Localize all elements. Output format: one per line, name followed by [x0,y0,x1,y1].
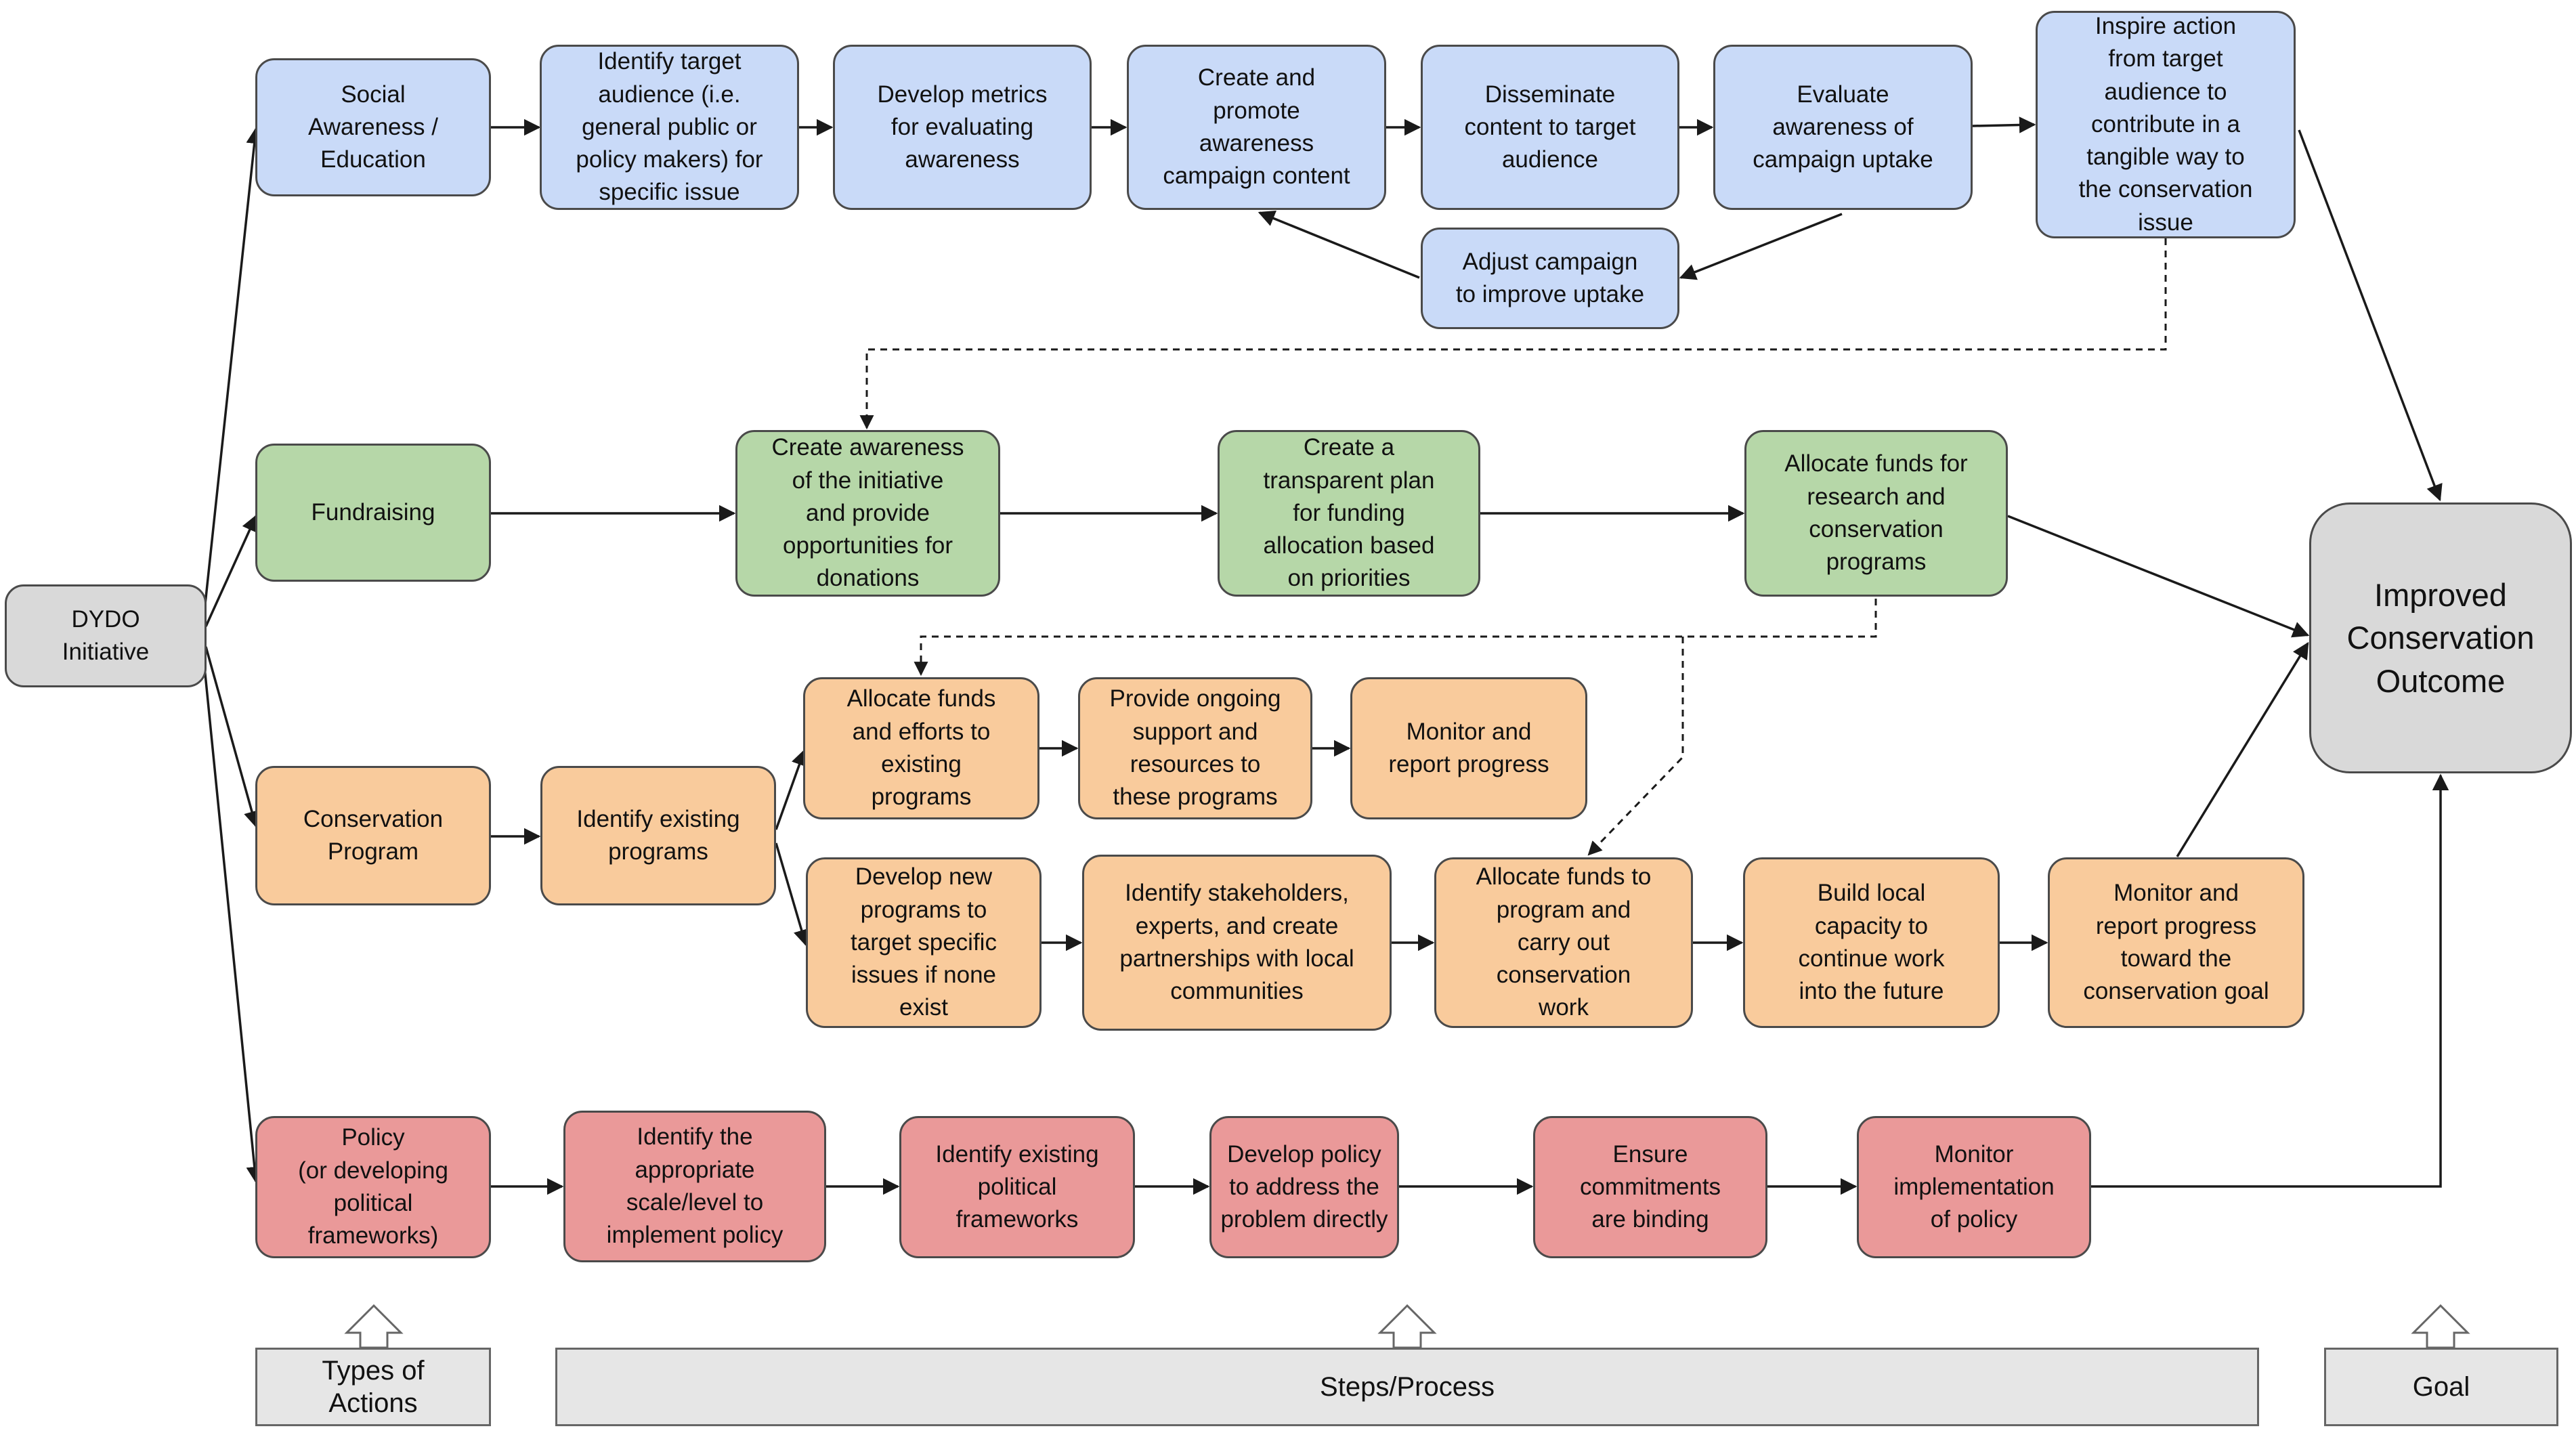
adjust-campaign-label: Adjust campaign to improve uptake [1455,248,1645,307]
edge-dydo-policy [202,653,263,1184]
create-awareness-donations-node: Create awareness of the initiative and p… [735,430,1000,597]
create-campaign-content-label: Create and promote awareness campaign co… [1163,64,1350,190]
ensure-commitments-node: Ensure commitments are binding [1533,1116,1767,1258]
allocate-funds-research-label: Allocate funds for research and conserva… [1784,450,1968,576]
legend-arrow-goal [2411,1304,2470,1349]
dydo-initiative-node: DYDO Initiative [5,584,207,687]
legend-goal-label: Goal [2412,1372,2470,1402]
adjust-campaign-node: Adjust campaign to improve uptake [1421,228,1679,329]
social-awareness-label: Social Awareness / Education [308,81,438,173]
identify-existing-programs-node: Identify existing programs [540,766,776,905]
legend-goal: Goal [2324,1348,2558,1426]
fundraising-node: Fundraising [255,444,491,582]
develop-new-programs-label: Develop new programs to target specific … [851,863,997,1021]
monitor-report-progress-node: Monitor and report progress [1350,677,1587,819]
build-local-capacity-label: Build local capacity to continue work in… [1798,880,1945,1005]
edge-fallocate-allocate-program-dashed [1587,637,1684,856]
legend-steps-process: Steps/Process [555,1348,2259,1426]
legend-steps-process-label: Steps/Process [1320,1372,1495,1402]
identify-policy-scale-label: Identify the appropriate scale/level to … [606,1123,783,1249]
edge-inspire-goal [2298,129,2443,502]
conservation-program-node: Conservation Program [255,766,491,905]
edge-monitor2-goal [2176,641,2309,857]
develop-metrics-label: Develop metrics for evaluating awareness [877,81,1048,173]
identify-policy-scale-node: Identify the appropriate scale/level to … [563,1111,826,1262]
edge-inspire-fcreate-dashed [859,238,2167,430]
ongoing-support-node: Provide ongoing support and resources to… [1078,677,1312,819]
edge-dydo-fundraising [205,514,258,627]
develop-metrics-node: Develop metrics for evaluating awareness [833,45,1092,210]
ongoing-support-label: Provide ongoing support and resources to… [1109,685,1281,811]
create-awareness-donations-label: Create awareness of the initiative and p… [771,434,964,592]
identify-political-frameworks-label: Identify existing political frameworks [935,1140,1099,1233]
allocate-funds-program-label: Allocate funds to program and carry out … [1476,863,1652,1021]
identify-stakeholders-node: Identify stakeholders, experts, and crea… [1082,855,1392,1031]
identify-target-audience-node: Identify target audience (i.e. general p… [540,45,799,210]
legend-types-of-actions: Types of Actions [255,1348,491,1426]
evaluate-awareness-node: Evaluate awareness of campaign uptake [1713,45,1973,210]
edge-dydo-conservation [205,646,260,828]
dydo-initiative-label: DYDO Initiative [62,605,150,665]
edge-evaluate-adjust [1679,213,1843,280]
edge-identify-develop [775,842,810,947]
inspire-action-node: Inspire action from target audience to c… [2036,11,2296,238]
edge-fallocate-goal [2007,515,2310,638]
edge-identify-allocate-existing [775,748,808,830]
develop-policy-label: Develop policy to address the problem di… [1220,1140,1388,1233]
inspire-action-label: Inspire action from target audience to c… [2078,12,2253,236]
edge-policy-monitor-goal [2091,773,2449,1188]
allocate-funds-program-node: Allocate funds to program and carry out … [1434,857,1693,1028]
evaluate-awareness-label: Evaluate awareness of campaign uptake [1753,81,1933,173]
create-campaign-content-node: Create and promote awareness campaign co… [1127,45,1386,210]
improved-conservation-outcome-node: Improved Conservation Outcome [2309,502,2572,773]
legend-types-of-actions-label: Types of Actions [322,1356,425,1418]
identify-target-audience-label: Identify target audience (i.e. general p… [576,48,763,206]
disseminate-content-node: Disseminate content to target audience [1421,45,1679,210]
allocate-funds-research-node: Allocate funds for research and conserva… [1744,430,2008,597]
monitor-policy-label: Monitor implementation of policy [1893,1140,2055,1233]
fundraising-label: Fundraising [311,498,435,526]
develop-new-programs-node: Develop new programs to target specific … [806,857,1042,1028]
monitor-policy-node: Monitor implementation of policy [1857,1116,2091,1258]
policy-node: Policy (or developing political framewor… [255,1116,491,1258]
identify-political-frameworks-node: Identify existing political frameworks [899,1116,1135,1258]
identify-stakeholders-label: Identify stakeholders, experts, and crea… [1119,880,1354,1005]
transparent-funding-plan-label: Create a transparent plan for funding al… [1263,434,1435,592]
improved-conservation-outcome-label: Improved Conservation Outcome [2346,576,2535,699]
develop-policy-node: Develop policy to address the problem di… [1209,1116,1399,1258]
monitor-report-progress-label: Monitor and report progress [1388,718,1549,777]
transparent-funding-plan-node: Create a transparent plan for funding al… [1218,430,1480,597]
social-awareness-node: Social Awareness / Education [255,58,491,196]
allocate-funds-existing-label: Allocate funds and efforts to existing p… [846,685,996,811]
monitor-conservation-goal-node: Monitor and report progress toward the c… [2048,857,2304,1028]
identify-existing-programs-label: Identify existing programs [576,805,740,865]
conservation-program-label: Conservation Program [303,805,444,865]
legend-arrow-types [344,1304,404,1349]
allocate-funds-existing-node: Allocate funds and efforts to existing p… [803,677,1039,819]
edge-adjust-create [1258,210,1420,279]
edge-evaluate-inspire [1972,116,2036,133]
edge-dydo-social [202,127,263,624]
legend-arrow-steps [1377,1304,1437,1349]
edge-fallocate-allocate-existing-dashed [914,599,1877,677]
build-local-capacity-node: Build local capacity to continue work in… [1743,857,2000,1028]
disseminate-content-label: Disseminate content to target audience [1464,81,1636,173]
policy-label: Policy (or developing political framewor… [298,1124,448,1249]
monitor-conservation-goal-label: Monitor and report progress toward the c… [2083,880,2269,1005]
ensure-commitments-label: Ensure commitments are binding [1579,1140,1721,1233]
